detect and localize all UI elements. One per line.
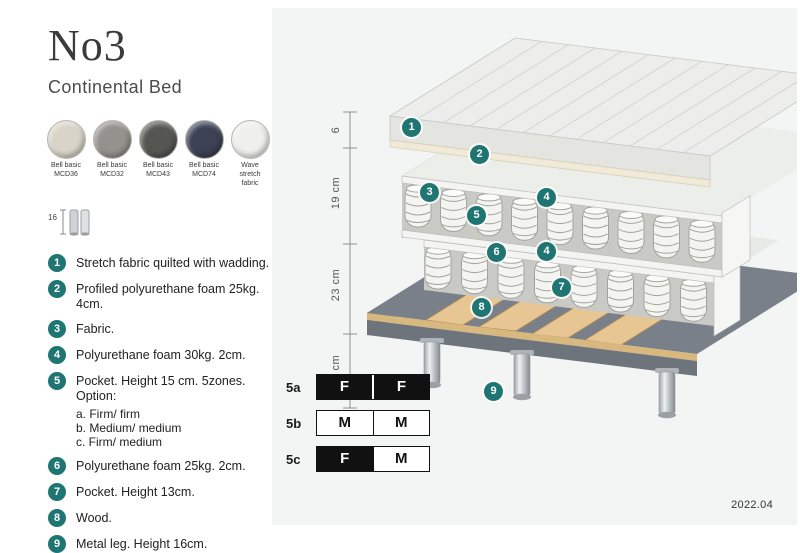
legend-item-text: Polyurethane foam 30kg. 2cm. <box>76 348 246 363</box>
callout-4-top: 4 <box>537 188 556 207</box>
legend-option-c: c. Firm/ medium <box>76 435 163 450</box>
callout-8: 8 <box>472 298 491 317</box>
firmness-cell: M <box>373 447 429 471</box>
swatch-label: Bell basic <box>143 162 173 169</box>
dimension-label-23: 23 cm <box>330 268 342 302</box>
legend-item-text: Stretch fabric quilted with wadding. <box>76 256 270 271</box>
bed-diagram-panel: 6 19 cm 23 cm 16 cm 1 2 3 4 5 4 6 7 8 9 … <box>272 8 797 525</box>
callout-7: 7 <box>552 278 571 297</box>
legend-number-badge: 8 <box>48 509 66 528</box>
firmness-row-5b: 5b M M <box>286 410 430 436</box>
firmness-cell: M <box>317 411 374 435</box>
legend-item-6: 6 Polyurethane foam 25kg. 2cm. <box>48 457 272 476</box>
fabric-swatch-circle <box>92 120 132 159</box>
leg-height-value: 16 <box>48 213 57 223</box>
legend-item-2: 2 Profiled polyurethane foam 25kg. 4cm. <box>48 280 272 312</box>
dimension-label-6: 6 <box>330 126 342 134</box>
legend-item-text: Pocket. Height 15 cm. 5zones. Option: a.… <box>76 372 272 449</box>
legend-item-text: Profiled polyurethane foam 25kg. 4cm. <box>76 282 260 312</box>
fabric-swatch-circle <box>230 120 270 159</box>
legend-item-text: Pocket. Height 13cm. <box>76 485 195 500</box>
product-subtitle: Continental Bed <box>48 77 183 97</box>
fabric-swatch-circle <box>46 120 86 159</box>
firmness-row-label: 5b <box>286 415 302 431</box>
legend-number-badge: 9 <box>48 535 66 553</box>
firmness-cell: F <box>317 447 374 471</box>
dimension-ruler <box>343 111 357 409</box>
legend-item-4: 4 Polyurethane foam 30kg. 2cm. <box>48 346 272 365</box>
firmness-cell: F <box>374 375 429 399</box>
legend-option-a: a. Firm/ firm <box>76 407 140 422</box>
leg-drawing-icon <box>59 209 90 236</box>
legend-item-9: 9 Metal leg. Height 16cm. <box>48 535 272 553</box>
legend-item-3: 3 Fabric. <box>48 320 272 339</box>
swatch-label: Bell basic <box>51 162 81 169</box>
legend-list: 1 Stretch fabric quilted with wadding. 2… <box>48 254 272 553</box>
firmness-cell: M <box>373 411 429 435</box>
callout-9: 9 <box>484 382 503 401</box>
legend-item-1: 1 Stretch fabric quilted with wadding. <box>48 254 272 273</box>
firmness-row-label: 5c <box>286 451 301 467</box>
legend-number-badge: 5 <box>48 372 66 391</box>
version-stamp: 2022.04 <box>731 499 773 511</box>
product-title: No3 <box>48 21 127 70</box>
legend-option-b: b. Medium/ medium <box>76 421 182 436</box>
legend-item-5: 5 Pocket. Height 15 cm. 5zones. Option: … <box>48 372 272 449</box>
leg-height-icon: 16 <box>48 204 272 238</box>
callout-6: 6 <box>487 243 506 262</box>
firmness-row-label: 5a <box>286 379 301 395</box>
legend-item-text: Wood. <box>76 511 112 526</box>
firmness-table: 5a F F 5b M M 5c F M <box>286 374 430 482</box>
swatch-label: Bell basic <box>97 162 127 169</box>
legend-number-badge: 6 <box>48 457 66 476</box>
legend-number-badge: 2 <box>48 280 66 299</box>
legend-item-text: Fabric. <box>76 322 115 337</box>
metal-legs <box>420 338 679 419</box>
dimension-label-19: 19 cm <box>330 176 342 210</box>
firmness-row-5a: 5a F F <box>286 374 430 400</box>
swatch-label: Wave <box>241 162 259 169</box>
legend-item-8: 8 Wood. <box>48 509 272 528</box>
callout-4-bottom: 4 <box>537 242 556 261</box>
legend-number-badge: 4 <box>48 346 66 365</box>
firmness-cell: F <box>317 375 374 399</box>
legend-number-badge: 3 <box>48 320 66 339</box>
legend-item-7: 7 Pocket. Height 13cm. <box>48 483 272 502</box>
callout-2: 2 <box>470 145 489 164</box>
legend-number-badge: 1 <box>48 254 66 273</box>
swatch-label: Bell basic <box>189 162 219 169</box>
fabric-swatch-circle <box>138 120 178 159</box>
callout-5: 5 <box>467 206 486 225</box>
legend-item-text: Metal leg. Height 16cm. <box>76 537 208 552</box>
callout-1: 1 <box>402 118 421 137</box>
callout-3: 3 <box>420 183 439 202</box>
legend-number-badge: 7 <box>48 483 66 502</box>
fabric-swatch-circle <box>184 120 224 159</box>
firmness-row-5c: 5c F M <box>286 446 430 472</box>
legend-item-text: Polyurethane foam 25kg. 2cm. <box>76 459 246 474</box>
